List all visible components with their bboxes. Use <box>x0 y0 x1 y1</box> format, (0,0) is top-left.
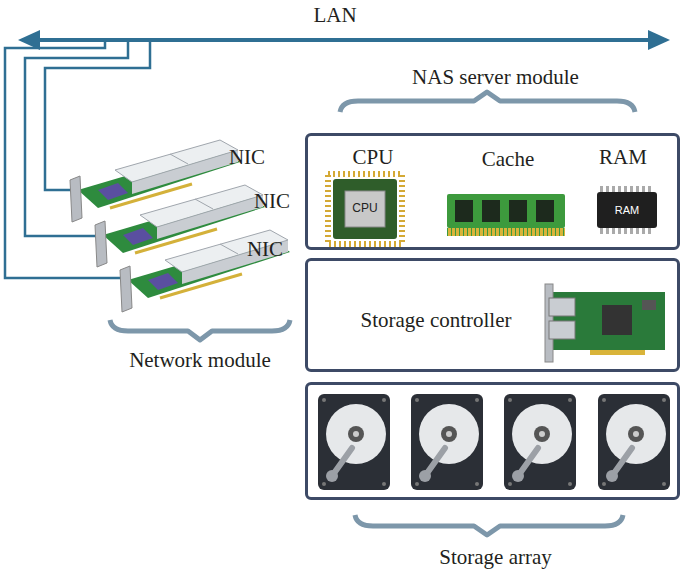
nic-label: NIC <box>247 190 297 213</box>
nic-card <box>120 230 290 312</box>
chip-marking: RAM <box>602 204 652 216</box>
storage-array-box: Storage array <box>305 382 680 500</box>
nic-label: NIC <box>240 238 290 261</box>
ram-chip-icon <box>597 190 657 230</box>
component-label: Storage controller <box>330 309 542 332</box>
controller-card-icon <box>545 284 665 362</box>
group-bracket <box>110 92 635 535</box>
component-label: CPU <box>328 146 418 169</box>
controller-box: Storage controller <box>305 258 680 372</box>
hard-disk-icon <box>598 394 670 490</box>
hard-disk-icon <box>411 394 483 490</box>
component-label: Cache <box>458 148 558 171</box>
hard-disk-icon <box>504 394 576 490</box>
server-module-box: NAS server moduleCPUCacheRAM <box>305 133 680 250</box>
nic-label: NIC <box>222 146 272 169</box>
group-label: Network module <box>100 349 300 372</box>
module-heading: Storage array <box>308 546 683 569</box>
cpu-icon <box>328 174 402 244</box>
component-label: RAM <box>573 146 673 169</box>
hard-disk-icon <box>318 394 390 490</box>
network-label: LAN <box>285 4 385 27</box>
cache-module-icon <box>447 194 565 236</box>
lan-arrow <box>18 30 670 50</box>
chip-marking: CPU <box>340 202 390 215</box>
module-heading: NAS server module <box>308 66 683 89</box>
